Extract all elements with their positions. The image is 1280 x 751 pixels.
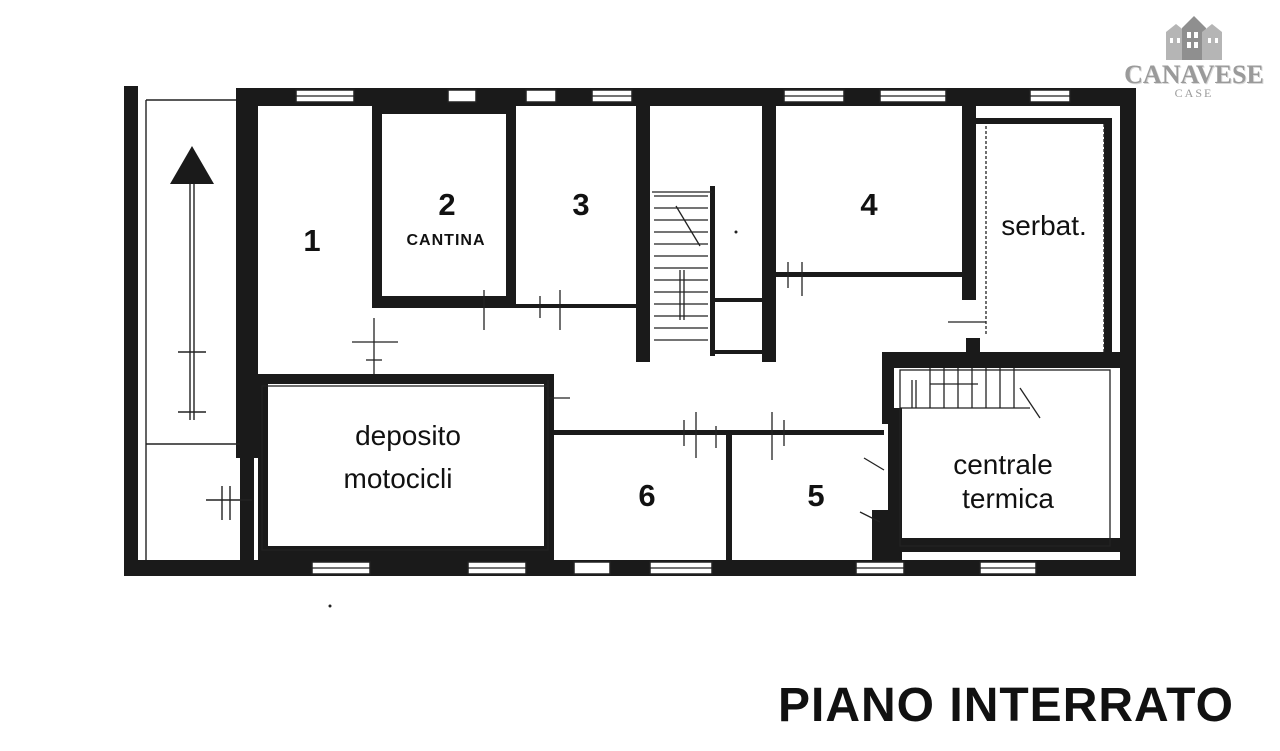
centrale-label-line2: termica bbox=[962, 483, 1054, 514]
logo-tagline: CASE bbox=[1174, 86, 1214, 100]
ramp bbox=[145, 99, 252, 560]
room-6-label: 6 bbox=[638, 478, 655, 513]
logo: CANAVESE CASE bbox=[1118, 14, 1270, 100]
deposito-label-line2: motocicli bbox=[344, 463, 453, 494]
house-logo-icon bbox=[1166, 16, 1222, 60]
room-2-label: 2 bbox=[438, 187, 455, 222]
centrale-label-line1: centrale bbox=[953, 449, 1053, 480]
room-4-label: 4 bbox=[860, 187, 878, 222]
room-2-name: CANTINA bbox=[407, 232, 486, 249]
door-marks bbox=[352, 262, 986, 523]
stray-marks bbox=[328, 230, 738, 608]
staircase-small bbox=[900, 368, 1041, 419]
room-5-label: 5 bbox=[807, 478, 824, 513]
staircase bbox=[652, 191, 712, 341]
wall-details bbox=[261, 124, 1111, 551]
deposito-label-line1: deposito bbox=[355, 420, 461, 451]
windows-top bbox=[295, 89, 1071, 103]
room-3-label: 3 bbox=[572, 187, 589, 222]
windows-bottom bbox=[311, 561, 1037, 575]
room-1-label: 1 bbox=[303, 223, 320, 258]
logo-name: CANAVESE bbox=[1124, 60, 1264, 89]
serbat-label: serbat. bbox=[1001, 210, 1087, 241]
ramp-arrow-icon bbox=[170, 146, 214, 184]
floor-title: PIANO INTERRATO bbox=[778, 679, 1234, 732]
